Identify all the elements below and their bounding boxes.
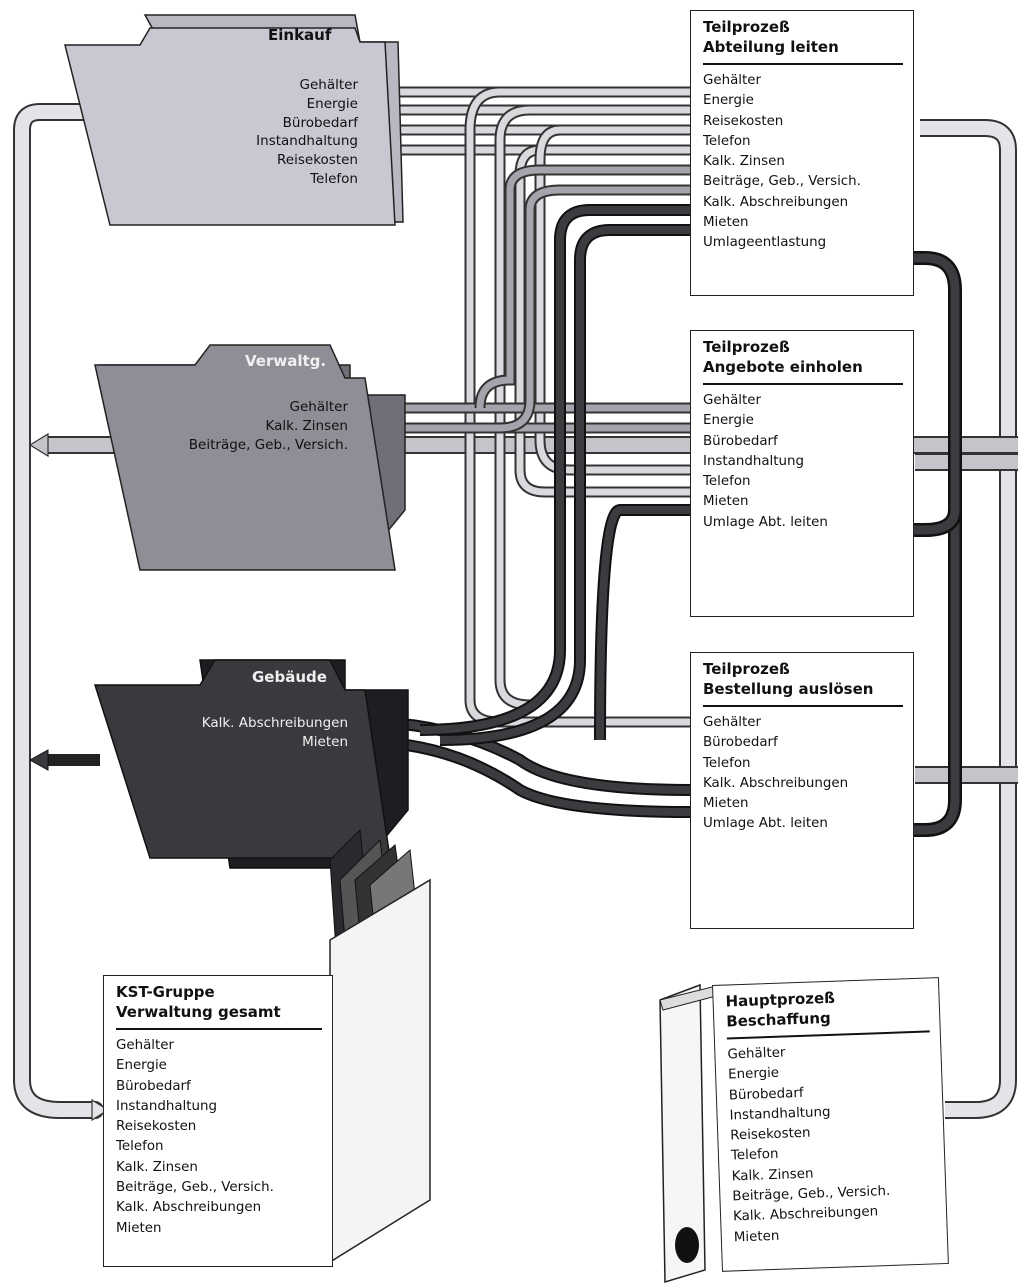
cost-item: Energie	[116, 1056, 332, 1076]
folder-gebaeude-items: Kalk. Abschreibungen Mieten	[202, 714, 348, 752]
cost-item: Bürobedarf	[703, 432, 913, 452]
cost-item: Reisekosten	[116, 1117, 332, 1137]
cost-item: Umlage Abt. leiten	[703, 513, 913, 533]
binder	[660, 985, 720, 1282]
cost-item: Telefon	[703, 132, 913, 152]
folder-verwaltung-title: Verwaltg.	[245, 352, 326, 370]
subprocess-angebote-einholen: Teilprozeß Angebote einholen Gehälter En…	[690, 330, 914, 617]
cost-item: Instandhaltung	[703, 452, 913, 472]
cost-item-list: Gehälter Energie Bürobedarf Instandhaltu…	[104, 1036, 332, 1239]
cost-item: Umlageentlastung	[703, 233, 913, 253]
cost-item: Mieten	[703, 492, 913, 512]
cost-item-list: Gehälter Bürobedarf Telefon Kalk. Abschr…	[691, 713, 913, 835]
main-process-title: Hauptprozeß Beschaffung	[713, 978, 940, 1036]
folder-verwaltung	[95, 345, 405, 570]
folder-verwaltung-items: Gehälter Kalk. Zinsen Beiträge, Geb., Ve…	[189, 398, 348, 454]
cost-item: Kalk. Abschreibungen	[703, 193, 913, 213]
subprocess-title: Teilprozeß Angebote einholen	[691, 331, 913, 381]
cost-item: Energie	[703, 91, 913, 111]
cost-item: Mieten	[703, 794, 913, 814]
cost-item: Beiträge, Geb., Versich.	[703, 172, 913, 192]
folder-item: Bürobedarf	[256, 114, 358, 133]
title-rule	[116, 1028, 322, 1030]
title-line1: Teilprozeß	[703, 17, 903, 37]
cost-item: Kalk. Abschreibungen	[703, 774, 913, 794]
folder-item: Gehälter	[189, 398, 348, 417]
subprocess-title: Teilprozeß Bestellung auslösen	[691, 653, 913, 703]
cost-item: Beiträge, Geb., Versich.	[116, 1178, 332, 1198]
folder-gebaeude-title: Gebäude	[252, 668, 327, 686]
cost-item-list: Gehälter Energie Bürobedarf Instandhaltu…	[715, 1038, 947, 1249]
folder-item: Beiträge, Geb., Versich.	[189, 436, 348, 455]
title-rule	[703, 63, 903, 65]
folder-item: Telefon	[256, 170, 358, 189]
folder-item: Gehälter	[256, 76, 358, 95]
cost-item-list: Gehälter Energie Reisekosten Telefon Kal…	[691, 71, 913, 254]
cost-item: Telefon	[703, 472, 913, 492]
folder-item: Kalk. Abschreibungen	[202, 714, 348, 733]
title-line1: Teilprozeß	[703, 659, 903, 679]
folder-item: Kalk. Zinsen	[189, 417, 348, 436]
gebaeude-left-arrow	[30, 750, 100, 770]
subprocess-bestellung-ausloesen: Teilprozeß Bestellung auslösen Gehälter …	[690, 652, 914, 929]
title-line2: Abteilung leiten	[703, 37, 903, 57]
cost-item: Mieten	[116, 1219, 332, 1239]
cost-item: Umlage Abt. leiten	[703, 814, 913, 834]
title-line1: Teilprozeß	[703, 337, 903, 357]
cost-item: Gehälter	[116, 1036, 332, 1056]
file-box	[330, 830, 430, 1262]
cost-item: Kalk. Abschreibungen	[116, 1198, 332, 1218]
folder-item: Reisekosten	[256, 151, 358, 170]
cost-item: Telefon	[703, 754, 913, 774]
folder-item: Mieten	[202, 733, 348, 752]
cost-item: Telefon	[116, 1137, 332, 1157]
folder-item: Instandhaltung	[256, 132, 358, 151]
cost-item: Energie	[703, 411, 913, 431]
folder-item: Energie	[256, 95, 358, 114]
cost-item: Gehälter	[703, 71, 913, 91]
cost-item: Gehälter	[703, 391, 913, 411]
outer-loop-right	[920, 128, 1008, 1110]
title-line1: KST-Gruppe	[116, 982, 322, 1002]
cost-item-list: Gehälter Energie Bürobedarf Instandhaltu…	[691, 391, 913, 533]
title-line2: Verwaltung gesamt	[116, 1002, 322, 1022]
outer-loop-left	[22, 112, 100, 1110]
main-process-binder-card: Hauptprozeß Beschaffung Gehälter Energie…	[712, 977, 949, 1272]
subprocess-title: Teilprozeß Abteilung leiten	[691, 11, 913, 61]
cost-item: Bürobedarf	[703, 733, 913, 753]
cost-item: Kalk. Zinsen	[703, 152, 913, 172]
cost-item: Instandhaltung	[116, 1097, 332, 1117]
title-line2: Bestellung auslösen	[703, 679, 903, 699]
cost-item: Reisekosten	[703, 112, 913, 132]
folder-einkauf-title: Einkauf	[268, 26, 331, 44]
binder-ring-hole	[675, 1227, 699, 1263]
cost-item: Mieten	[703, 213, 913, 233]
title-rule	[703, 705, 903, 707]
subprocess-abteilung-leiten: Teilprozeß Abteilung leiten Gehälter Ene…	[690, 10, 914, 296]
cost-item: Kalk. Zinsen	[116, 1158, 332, 1178]
folder-einkauf-items: Gehälter Energie Bürobedarf Instandhaltu…	[256, 76, 358, 189]
group-title: KST-Gruppe Verwaltung gesamt	[104, 976, 332, 1026]
cost-item: Bürobedarf	[116, 1077, 332, 1097]
cost-item: Gehälter	[703, 713, 913, 733]
title-line2: Angebote einholen	[703, 357, 903, 377]
title-rule	[703, 383, 903, 385]
cost-center-group-card: KST-Gruppe Verwaltung gesamt Gehälter En…	[103, 975, 333, 1267]
